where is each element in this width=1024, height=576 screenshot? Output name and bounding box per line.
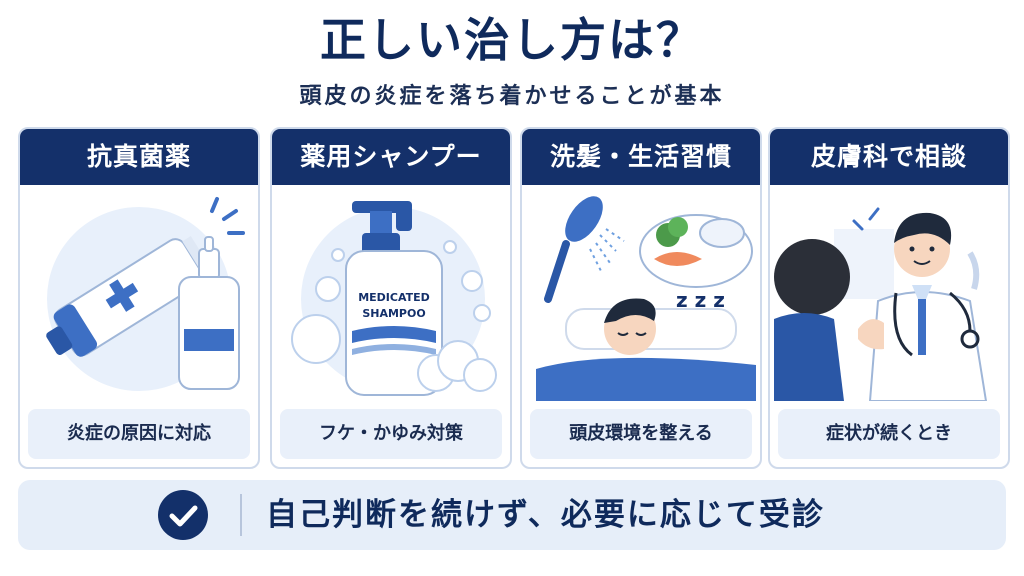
- shampoo-illustration: MEDICATED SHAMPOO: [276, 189, 506, 401]
- sleep-zzz-text: z z z: [676, 288, 725, 312]
- page-title: 正しい治し方は？: [320, 13, 704, 67]
- antifungal-illustration: [24, 189, 254, 401]
- doctor-illustration: [774, 189, 1004, 401]
- card-dermatologist: 皮膚科で相談: [768, 127, 1010, 469]
- card-lifestyle: 洗髪・生活習慣: [520, 127, 762, 469]
- banner-divider: [240, 494, 242, 536]
- card-caption: 炎症の原因に対応: [28, 409, 250, 459]
- foam-icon: [417, 340, 497, 392]
- meal-plate-icon: [639, 214, 753, 288]
- speech-lines-icon: [852, 207, 880, 231]
- card-heading: 薬用シャンプー: [272, 129, 510, 185]
- spray-lines-icon: [210, 197, 245, 235]
- bottle-label-line1: MEDICATED: [358, 291, 430, 304]
- advice-banner: 自己判断を続けず、必要に応じて受診: [18, 480, 1006, 550]
- checkmark-icon: [158, 490, 208, 540]
- bottle-label-line2: SHAMPOO: [362, 307, 425, 320]
- card-heading: 抗真菌薬: [20, 129, 258, 185]
- patient-icon: [774, 239, 850, 401]
- card-heading: 洗髪・生活習慣: [522, 129, 760, 185]
- advice-text: 自己判断を続けず、必要に応じて受診: [266, 497, 825, 533]
- page-subtitle: 頭皮の炎症を落ち着かせることが基本: [299, 84, 725, 109]
- card-caption: フケ・かゆみ対策: [280, 409, 502, 459]
- card-medicated-shampoo: 薬用シャンプー MEDICATED SHAMPOO フケ・かゆ: [270, 127, 512, 469]
- shower-head-icon: [544, 196, 625, 303]
- doctor-icon: [858, 212, 988, 401]
- card-antifungal: 抗真菌薬 炎症の原因に対応: [18, 127, 260, 469]
- card-caption: 症状が続くとき: [778, 409, 1000, 459]
- lifestyle-illustration: z z z: [526, 189, 756, 401]
- card-caption: 頭皮環境を整える: [530, 409, 752, 459]
- card-heading: 皮膚科で相談: [770, 129, 1008, 185]
- sleeping-person-icon: [536, 298, 756, 401]
